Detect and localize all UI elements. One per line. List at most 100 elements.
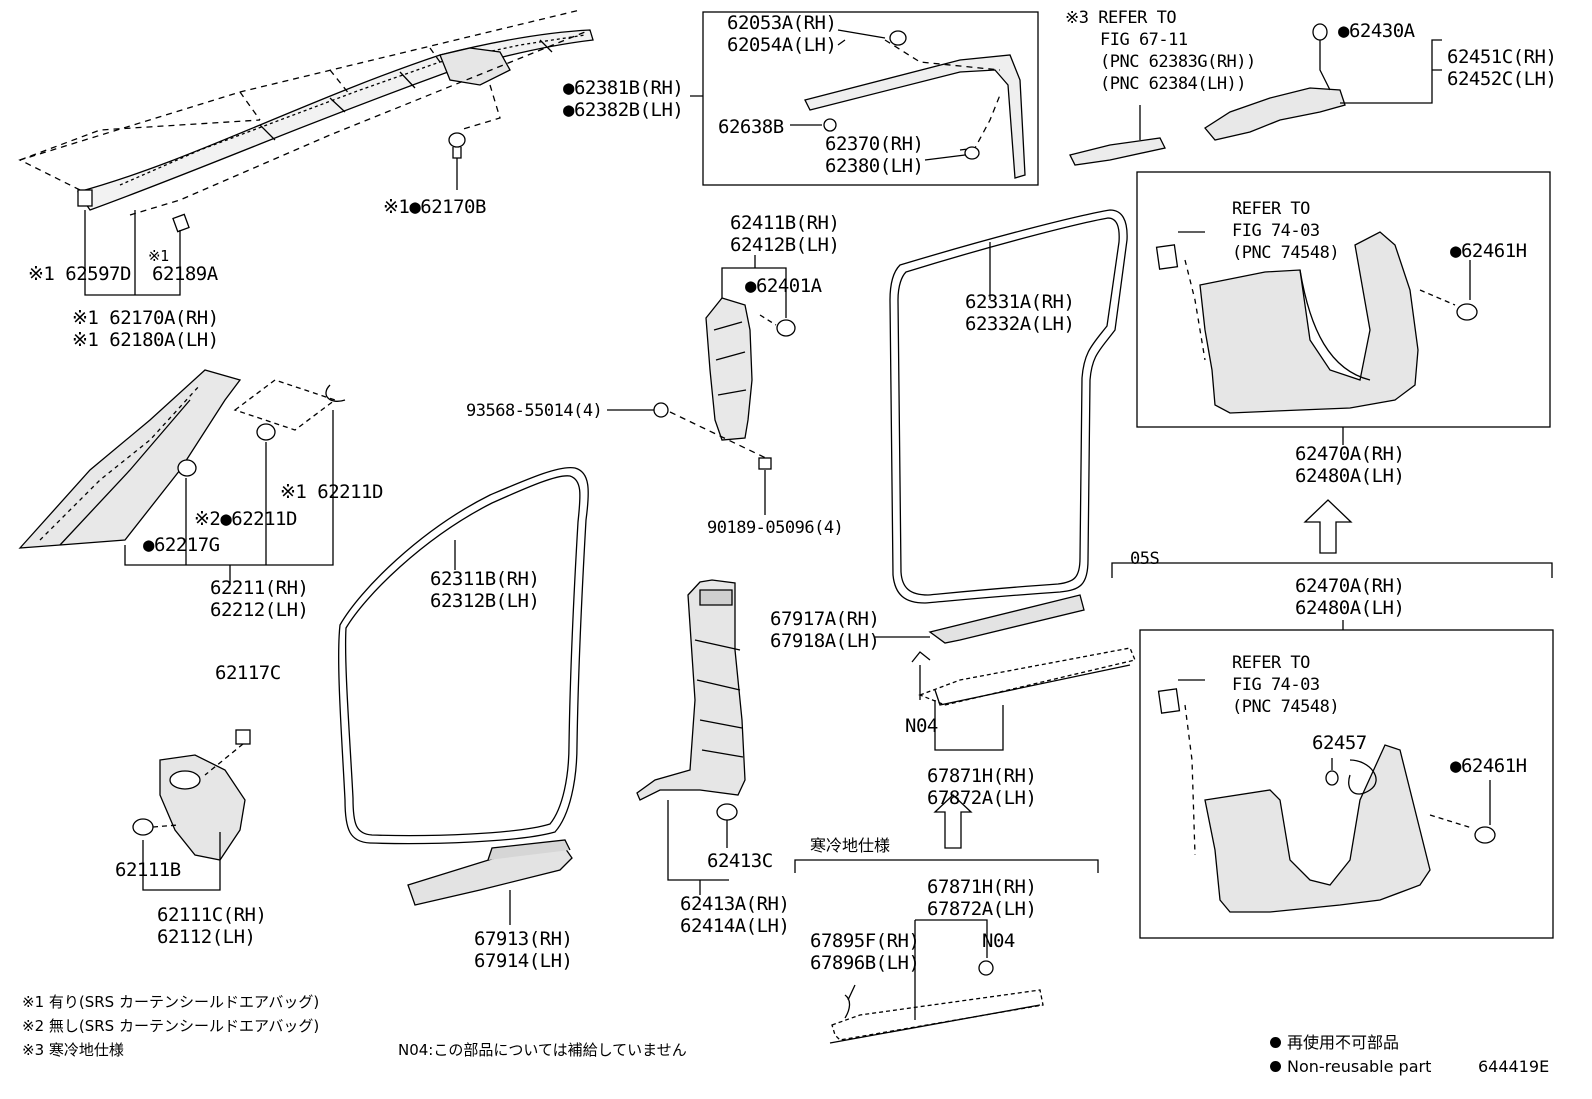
label-b-pillar-lower-lh: 62414A(LH) <box>680 915 790 937</box>
label-roof-rail-rh: ※1 62170A(RH) <box>72 307 219 329</box>
up-arrow-grade <box>1303 499 1353 554</box>
label-rear-scuff-rh: 67917A(RH) <box>770 608 880 630</box>
label-rear-scuff-lh: 67918A(LH) <box>770 630 880 652</box>
label-rear-ws-lh: 62332A(LH) <box>965 313 1075 335</box>
refb-line3: (PNC 74548) <box>1232 697 1340 717</box>
label-quarter-upper-rh: 62451C(RH) <box>1447 46 1557 68</box>
label-62430a: ●62430A <box>1338 20 1415 42</box>
ref3-line3: (PNC 62383G(RH)) <box>1100 52 1256 72</box>
label-quarter-a-rh: 62470A(RH) <box>1295 443 1405 465</box>
up-arrow-cold <box>933 794 973 849</box>
cowl-side-trim-drawing <box>132 729 251 861</box>
refa-line1: REFER TO <box>1232 199 1310 219</box>
label-step-rh: 67871H(RH) <box>927 765 1037 787</box>
label-front-scuff-lh: 67914(LH) <box>474 950 573 972</box>
roof-drip-reinforcement-drawing <box>1069 105 1166 166</box>
label-roof-w-rh: 62053A(RH) <box>727 12 837 34</box>
label-62117c: 62117C <box>215 662 281 684</box>
label-n04-b: N04 <box>982 930 1015 952</box>
quarter-trim-panel-b-drawing <box>1157 679 1496 913</box>
quarter-upper-callout-lines <box>1340 39 1442 104</box>
label-a-pillar-lh: 62212(LH) <box>210 599 309 621</box>
label-b-pillar-lower-rh: 62413A(RH) <box>680 893 790 915</box>
non-reusable-bullet-icon <box>1270 1061 1281 1072</box>
label-quarter-b-rh: 62470A(RH) <box>1295 575 1405 597</box>
label-heater-lh: 67896B(LH) <box>810 952 920 974</box>
label-roof-set-rh: ●62381B(RH) <box>563 77 684 99</box>
label-grade-05s: 05S <box>1130 549 1160 569</box>
label-front-ws-lh: 62312B(LH) <box>430 590 540 612</box>
label-a-pillar-rh: 62211(RH) <box>210 577 309 599</box>
figure-number: 644419E <box>1478 1057 1550 1076</box>
label-62380: 62380(LH) <box>825 155 924 177</box>
label-62189a-mark: ※1 <box>148 247 169 265</box>
cowl-callout-lines <box>142 832 221 891</box>
label-cold-region: 寒冷地仕様 <box>810 836 891 855</box>
note-n04: N04:この部品については補給していません <box>398 1041 687 1059</box>
label-62597d: ※1 62597D <box>28 263 131 285</box>
front-door-weatherstrip-drawing <box>338 466 589 845</box>
label-62217g: ●62217G <box>143 534 220 556</box>
legend-en-text: Non-reusable part <box>1287 1057 1432 1076</box>
front-pillar-garnish-drawing <box>18 369 346 549</box>
label-cold-step-rh: 67871H(RH) <box>927 876 1037 898</box>
label-n04-a: N04 <box>905 715 938 737</box>
a-pillar-callout-lines <box>124 410 334 585</box>
label-62461h-a: ●62461H <box>1450 240 1527 262</box>
label-front-scuff-rh: 67913(RH) <box>474 928 573 950</box>
label-quarter-b-lh: 62480A(LH) <box>1295 597 1405 619</box>
quarter-panel-upper-trim-drawing <box>1204 23 1346 141</box>
front-scuff-plate-drawing <box>407 839 573 925</box>
label-front-ws-rh: 62311B(RH) <box>430 568 540 590</box>
rear-scuff-plate-drawing <box>875 594 1136 751</box>
label-62413c: 62413C <box>707 850 773 872</box>
label-62461h-b: ●62461H <box>1450 755 1527 777</box>
roof-rail-callout-lines <box>84 210 181 296</box>
legend-jp-text: 再使用不可部品 <box>1287 1033 1400 1052</box>
label-62111b: 62111B <box>115 859 181 881</box>
label-step-lh: 67872A(LH) <box>927 787 1037 809</box>
label-cold-step-lh: 67872A(LH) <box>927 898 1037 920</box>
label-cowl-rh: 62111C(RH) <box>157 904 267 926</box>
label-roof-set-lh: ●62382B(LH) <box>563 99 684 121</box>
legend-en: Non-reusable part <box>1270 1056 1431 1078</box>
label-quarter-a-lh: 62480A(LH) <box>1295 465 1405 487</box>
label-62189a: 62189A <box>152 263 218 285</box>
b-pillar-upper-callout-lines <box>607 255 787 515</box>
legend-jp: 再使用不可部品 <box>1270 1032 1399 1054</box>
roof-ws-callout-lines <box>690 29 966 161</box>
ref3-line1: ※3 REFER TO <box>1065 8 1177 28</box>
roof-weatherstrip-box <box>702 11 1039 186</box>
label-62170b: ※1●62170B <box>383 196 486 218</box>
clip-62170b-drawing <box>448 132 466 190</box>
label-clip: 90189-05096(4) <box>707 518 844 538</box>
step-heater-drawing <box>829 960 1044 1044</box>
cold-region-callout-lines <box>914 919 988 1020</box>
ref3-line4: (PNC 62384(LH)) <box>1100 74 1247 94</box>
label-b-pillar-upper-lh: 62412B(LH) <box>730 234 840 256</box>
refa-line3: (PNC 74548) <box>1232 243 1340 263</box>
non-reusable-bullet-icon <box>1270 1037 1281 1048</box>
note-1: ※1 有り(SRS カーテンシールドエアバッグ) <box>22 993 320 1011</box>
label-b-pillar-upper-rh: 62411B(RH) <box>730 212 840 234</box>
center-pillar-lower-garnish-drawing <box>636 579 746 848</box>
roof-side-rail-drawing <box>76 29 594 233</box>
label-rear-ws-rh: 62331A(RH) <box>965 291 1075 313</box>
cold-region-bracket <box>794 859 1099 873</box>
label-roof-rail-lh: ※1 62180A(LH) <box>72 329 219 351</box>
label-heater-rh: 67895F(RH) <box>810 930 920 952</box>
roof-rail-phantom-lines <box>18 9 591 216</box>
label-62457: 62457 <box>1312 732 1367 754</box>
refa-line2: FIG 74-03 <box>1232 221 1320 241</box>
b-pillar-lower-callout-lines <box>667 800 729 895</box>
rear-door-weatherstrip-drawing <box>889 209 1128 604</box>
note-3: ※3 寒冷地仕様 <box>22 1041 124 1059</box>
label-62638b: 62638B <box>718 116 784 138</box>
roof-weatherstrip-drawing <box>804 30 1026 179</box>
note-2: ※2 無し(SRS カーテンシールドエアバッグ) <box>22 1017 320 1035</box>
label-62211d-1: ※1 62211D <box>280 481 383 503</box>
quarter-trim-panel-a-drawing <box>1155 231 1478 414</box>
label-62211d-2: ※2●62211D <box>194 508 297 530</box>
label-cowl-lh: 62112(LH) <box>157 926 256 948</box>
